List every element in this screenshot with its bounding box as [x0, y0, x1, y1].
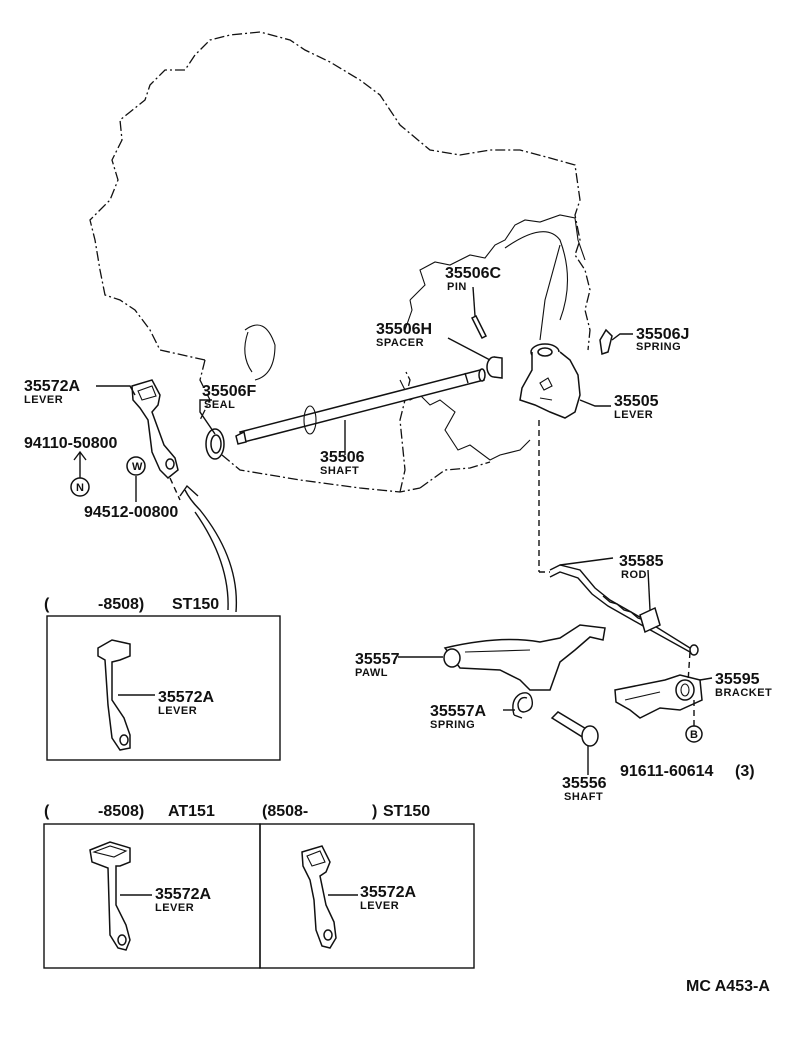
part-number-35506h: 35506H	[376, 321, 432, 338]
spring-35506j-drawing	[599, 328, 613, 355]
variant-header-range: )	[372, 803, 377, 820]
variant-part-name: LEVER	[360, 900, 399, 912]
part-name-lever-505: LEVER	[614, 409, 653, 421]
pawl-35557-drawing	[443, 624, 606, 691]
washer-symbol	[126, 456, 146, 476]
variant-part-number: 35572A	[158, 689, 214, 706]
variant-header-paren: (8508-	[262, 803, 308, 820]
variant-part-number: 35572A	[360, 884, 416, 901]
shaft-35506-drawing	[235, 368, 486, 445]
fastener-qty-91611: (3)	[735, 763, 755, 780]
variant-header-model: ST150	[172, 596, 219, 613]
fastener-number-94512: 94512-00800	[84, 504, 178, 521]
part-number-35556: 35556	[562, 775, 607, 792]
leader-lines	[73, 286, 713, 775]
transmission-case-outline	[89, 31, 591, 493]
part-number-35506f: 35506F	[202, 383, 256, 400]
part-number-35557: 35557	[355, 651, 400, 668]
variant-box-st150-early: ( -8508) ST150 35572A LEVER	[44, 596, 281, 761]
variant-part-name: LEVER	[158, 705, 197, 717]
variant-part-name: LEVER	[155, 902, 194, 914]
part-name-spring-557a: SPRING	[430, 719, 475, 731]
part-number-35506j: 35506J	[636, 326, 689, 343]
variant-header-paren: (	[44, 596, 50, 613]
part-name-pawl: PAWL	[355, 667, 388, 679]
part-number-35585: 35585	[619, 553, 664, 570]
variant-header-model: ST150	[383, 803, 430, 820]
variant-part-number: 35572A	[155, 886, 211, 903]
part-name-seal: SEAL	[204, 399, 235, 411]
diagram-code: MC A453-A	[686, 978, 770, 995]
part-name-bracket: BRACKET	[715, 687, 772, 699]
part-number-35595: 35595	[715, 671, 760, 688]
part-number-35557a: 35557A	[430, 703, 486, 720]
fastener-symbol-n: N	[76, 482, 84, 494]
part-number-35505: 35505	[614, 393, 659, 410]
variant-box-st150-late: (8508- ) ST150 35572A LEVER	[259, 803, 475, 969]
part-name-shaft-556: SHAFT	[564, 791, 603, 803]
variant-header-model: AT151	[168, 803, 215, 820]
variant-header-range: -8508)	[98, 596, 144, 613]
part-name-lever-572a: LEVER	[24, 394, 63, 406]
part-number-35506: 35506	[320, 449, 365, 466]
fastener-symbol-b: B	[690, 729, 698, 741]
pin-35506c-drawing	[470, 314, 488, 340]
shaft-35556-drawing	[550, 711, 599, 747]
fastener-number-94110: 94110-50800	[24, 435, 118, 452]
lever-35505-drawing	[519, 343, 581, 419]
fastener-number-91611: 91611-60614	[620, 763, 714, 780]
spacer-35506h-drawing	[486, 356, 503, 379]
variant-box-at151: ( -8508) AT151 35572A LEVER	[43, 803, 261, 969]
part-name-shaft-506: SHAFT	[320, 465, 359, 477]
part-labels: 35506C PIN 35506H SPACER 35506J SPRING 3…	[24, 265, 772, 803]
part-number-35572a: 35572A	[24, 378, 80, 395]
part-name-spacer: SPACER	[376, 337, 424, 349]
lever-35572a-drawing	[131, 379, 179, 480]
seal-35506f-drawing	[205, 428, 225, 460]
part-name-rod: ROD	[621, 569, 647, 581]
part-name-pin: PIN	[447, 281, 467, 293]
spring-35557a-drawing	[512, 692, 534, 719]
part-name-spring-j: SPRING	[636, 341, 681, 353]
fastener-symbol-w: W	[132, 461, 143, 473]
bracket-35595-drawing	[614, 674, 703, 719]
variant-header-paren: (	[44, 803, 50, 820]
variant-header-range: -8508)	[98, 803, 144, 820]
part-number-35506c: 35506C	[445, 265, 501, 282]
